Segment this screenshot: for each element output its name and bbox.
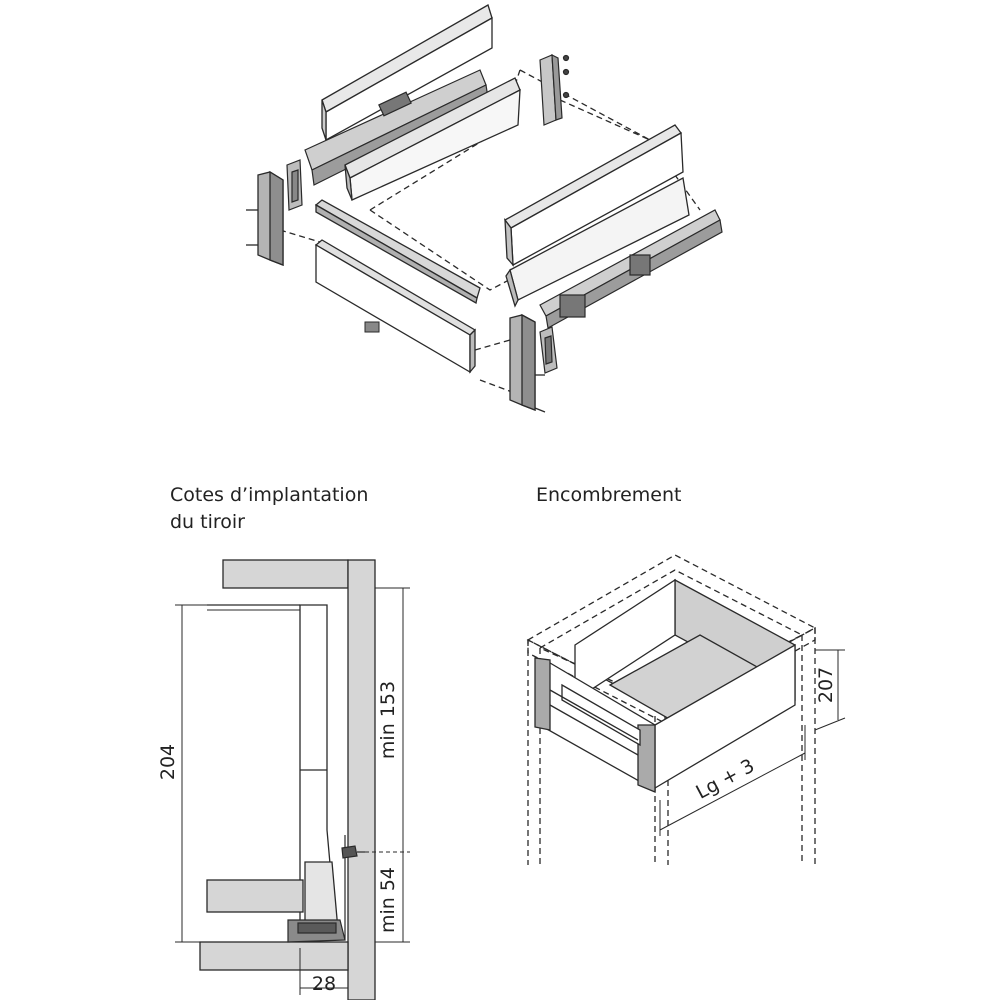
front-fitting-left [246,170,284,266]
side-panel-left-back [321,4,493,142]
implantation-title-line1: Cotes d’implantation [170,484,369,506]
side-panel-right-back [504,124,684,267]
front-clip-left [286,159,303,211]
cabinet-top-panel [222,559,349,589]
dim-height-box: 207 [815,667,837,703]
screw-icon [341,845,365,859]
front-fitting-right [509,313,546,413]
encombrement-view: 207 Lg + 3 [526,554,846,865]
dim-min-top: min 153 [377,681,399,759]
side-panel-right [505,176,690,308]
side-panel-left [344,77,521,201]
cabinet-side-panel [347,559,376,1000]
dim-height-total: 204 [160,744,179,780]
rear-bracket [539,53,570,126]
encombrement-title: Encombrement [536,484,682,506]
cabinet-bottom-panel [199,941,349,971]
exploded-drawer-assembly [246,4,723,413]
dim-min-bottom: min 54 [377,867,399,933]
back-rail [314,199,481,305]
dim-width-bottom: 28 [312,973,336,995]
connector-piece [364,321,380,333]
runner-right [539,209,723,329]
drawer-bottom-panel [206,879,304,913]
implantation-title-line2: du tiroir [170,511,245,533]
implantation-section-view: 204 min 153 min 54 28 [160,559,410,1000]
front-clip-right [539,326,558,374]
front-panel [314,239,477,374]
dim-length: Lg + 3 [692,755,758,804]
drawer-side-profile [299,604,341,936]
drawer-box [534,578,796,793]
